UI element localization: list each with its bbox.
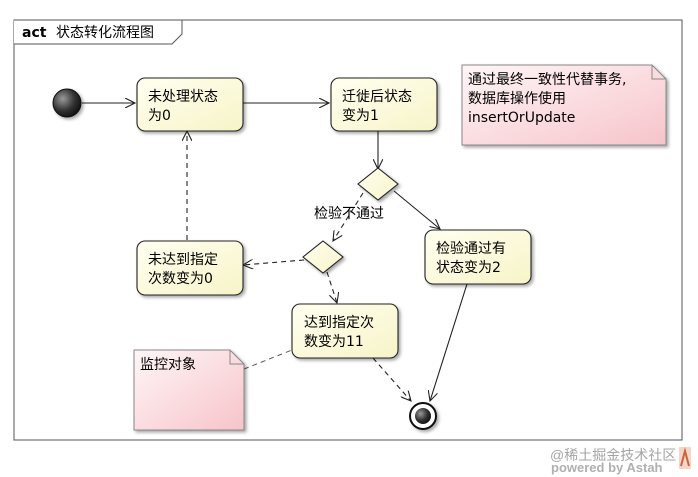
final-node — [409, 402, 437, 430]
edge-decision2-to-not-reached — [243, 260, 305, 265]
edge-verify-pass-to-end — [430, 283, 468, 401]
note-consistency-line3: insertOrUpdate — [468, 110, 575, 126]
action-not-reached: 未达到指定 次数变为0 — [136, 240, 244, 296]
frame-keyword: act — [22, 25, 47, 41]
note-monitor-text: 监控对象 — [140, 357, 196, 373]
action-verify-pass-line1: 检验通过有 — [436, 241, 506, 257]
edge-decision2-to-reached — [326, 271, 337, 303]
decision-verify — [357, 167, 399, 201]
edge-reached-to-end — [372, 357, 411, 401]
edge-decision-to-verify-pass — [393, 190, 440, 229]
note-consistency-line1: 通过最终一致性代替事务, — [468, 72, 626, 88]
astah-logo-icon — [679, 447, 691, 469]
watermark-powered: powered by Astah — [551, 460, 663, 475]
watermark-community: @稀土掘金技术社区 — [550, 447, 676, 463]
note-consistency-line2: 数据库操作使用 — [468, 90, 566, 107]
action-unprocessed-line1: 未处理状态 — [148, 89, 218, 105]
action-unprocessed-line2: 为0 — [148, 108, 171, 124]
action-reached-line2: 数变为11 — [304, 334, 364, 350]
note-consistency — [461, 64, 667, 146]
frame-title: 状态转化流程图 — [56, 25, 154, 41]
decision-count — [302, 240, 344, 274]
action-unprocessed: 未处理状态 为0 — [136, 77, 244, 132]
edge-label-verify-fail: 检验不通过 — [314, 206, 384, 222]
action-migrated: 迁徙后状态 变为1 — [330, 77, 438, 132]
note-monitor — [133, 349, 245, 431]
action-verify-pass-line2: 状态变为2 — [436, 260, 501, 276]
action-not-reached-line1: 未达到指定 — [148, 252, 218, 268]
initial-node — [52, 88, 82, 118]
action-reached-line1: 达到指定次 — [304, 315, 374, 331]
frame-title-tab — [14, 19, 183, 45]
action-migrated-line2: 变为1 — [342, 108, 379, 124]
action-migrated-line1: 迁徙后状态 — [342, 89, 412, 105]
action-not-reached-line2: 次数变为0 — [148, 271, 213, 287]
action-reached: 达到指定次 数变为11 — [291, 303, 399, 359]
edge-decision-to-decision2 — [333, 192, 364, 241]
action-verify-pass: 检验通过有 状态变为2 — [424, 229, 532, 285]
